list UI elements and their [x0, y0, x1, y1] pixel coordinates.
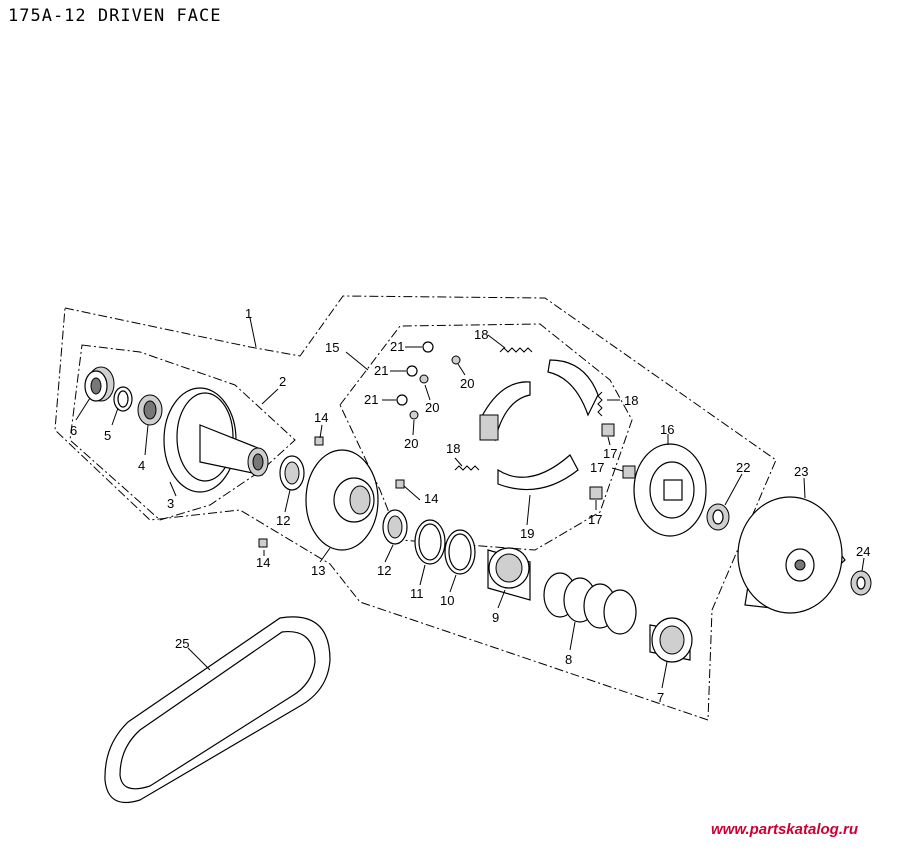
callout-1: 1	[245, 306, 252, 321]
callout-6: 6	[70, 423, 77, 438]
callout-9: 9	[492, 610, 499, 625]
part-12-oil-seal-a	[279, 455, 305, 491]
part-24-nut	[850, 570, 872, 596]
part-11-o-ring	[414, 519, 446, 565]
part-14-guide-pins	[258, 436, 405, 548]
callout-19: 19	[520, 526, 534, 541]
part-18-springs	[454, 347, 603, 471]
page-title: 175A-12 DRIVEN FACE	[8, 6, 222, 26]
callout-8: 8	[565, 652, 572, 667]
callout-18a: 18	[474, 327, 488, 342]
callout-10: 10	[440, 593, 454, 608]
part-13-movable-face	[305, 449, 379, 551]
callout-20c: 20	[404, 436, 418, 451]
part-5-ring	[113, 386, 133, 412]
part-6-bearing	[84, 366, 115, 402]
part-16-clutch-plate	[633, 443, 707, 537]
callout-17a: 17	[603, 446, 617, 461]
callout-21a: 21	[390, 339, 404, 354]
part-19-clutch-shoes	[479, 359, 599, 491]
part-22-nut	[706, 503, 730, 531]
callout-21c: 21	[364, 392, 378, 407]
part-21-clips	[396, 341, 434, 406]
callout-15: 15	[325, 340, 339, 355]
callout-4: 4	[138, 458, 145, 473]
callout-23: 23	[794, 464, 808, 479]
callout-21b: 21	[374, 363, 388, 378]
callout-17c: 17	[588, 512, 602, 527]
callout-18c: 18	[446, 441, 460, 456]
callout-12b: 12	[377, 563, 391, 578]
callout-20a: 20	[460, 376, 474, 391]
callout-14b: 14	[424, 491, 438, 506]
callout-12a: 12	[276, 513, 290, 528]
callout-25: 25	[175, 636, 189, 651]
callout-2: 2	[279, 374, 286, 389]
callout-5: 5	[104, 428, 111, 443]
callout-3: 3	[167, 496, 174, 511]
callout-22: 22	[736, 460, 750, 475]
callout-11: 11	[410, 586, 424, 601]
callout-14a: 14	[314, 410, 328, 425]
part-17-nuts	[589, 423, 636, 500]
callout-24: 24	[856, 544, 870, 559]
part-20-washers	[409, 355, 461, 420]
callout-13: 13	[311, 563, 325, 578]
part-23-clutch-outer	[737, 496, 846, 614]
part-7-spring-seat	[649, 617, 693, 663]
callout-labels: 1 2 3 4 5 6 7 8 9 10 11 12 12 13 14 14 1…	[70, 306, 870, 705]
callout-7: 7	[657, 690, 664, 705]
callout-20b: 20	[425, 400, 439, 415]
callout-18b: 18	[624, 393, 638, 408]
part-10-o-ring	[444, 529, 476, 575]
part-4-bearing	[137, 394, 163, 426]
part-12-oil-seal-b	[382, 509, 408, 545]
part-9-collar	[487, 547, 531, 601]
callout-14c: 14	[256, 555, 270, 570]
watermark-link[interactable]: www.partskatalog.ru	[711, 821, 858, 838]
part-8-spring	[543, 572, 637, 635]
part-3-fixed-face	[163, 387, 269, 493]
leader-lines	[75, 317, 865, 689]
callout-16: 16	[660, 422, 674, 437]
part-25-drive-belt	[104, 616, 331, 804]
callout-17b: 17	[590, 460, 604, 475]
